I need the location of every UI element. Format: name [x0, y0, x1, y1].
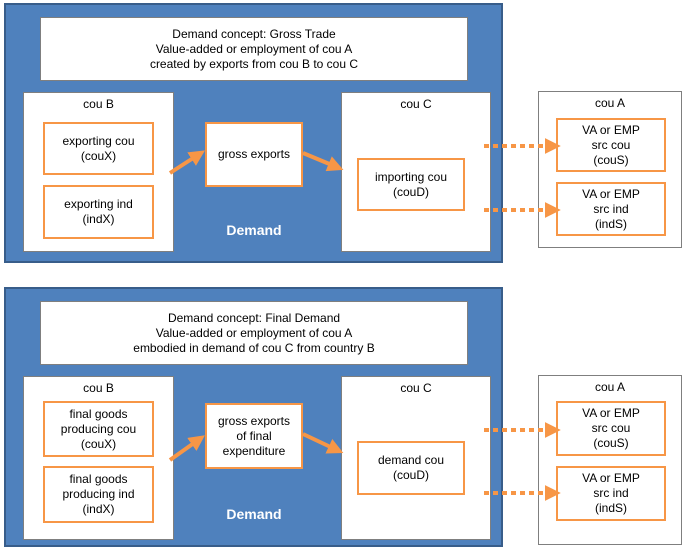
cou-c-label: cou C: [400, 381, 432, 395]
cou-a-label: cou A: [594, 96, 626, 110]
box-text-line: (couS): [593, 436, 629, 450]
concept-title-line: Demand concept: Final Demand: [167, 310, 341, 325]
final-goods-producing-ind-box: final goods producing ind (indX): [43, 466, 154, 523]
box-text-line: (couX): [80, 148, 117, 163]
box-text-line: (couD): [392, 468, 429, 482]
box-text-line: (couS): [593, 152, 629, 167]
box-text-line: VA or EMP: [582, 186, 640, 201]
box-text-line: gross exports: [217, 413, 291, 428]
box-text-line: VA or EMP: [582, 471, 640, 485]
va-emp-src-ind-box: VA or EMP src ind (indS): [556, 182, 666, 236]
final-demand-concept-box: Demand concept: Final Demand Value-added…: [40, 301, 468, 365]
concept-title-line: Value-added or employment of cou A: [155, 41, 353, 56]
box-text-line: src cou: [591, 421, 631, 435]
concept-title-line: created by exports from cou B to cou C: [149, 56, 359, 71]
cou-b-label: cou B: [83, 97, 114, 111]
demand-label: Demand: [226, 506, 282, 522]
concept-title-line: Value-added or employment of cou A: [155, 325, 353, 340]
cou-a-label: cou A: [594, 380, 626, 394]
box-text-line: VA or EMP: [582, 406, 640, 420]
demand-label: Demand: [226, 222, 282, 238]
box-text-line: final goods: [69, 472, 128, 486]
va-emp-src-cou-box: VA or EMP src cou (couS): [556, 118, 666, 172]
gross-trade-concept-box: Demand concept: Gross Trade Value-added …: [40, 17, 468, 81]
exporting-cou-box: exporting cou (couX): [43, 122, 154, 175]
box-text-line: final goods: [69, 406, 128, 421]
concept-title-line: Demand concept: Gross Trade: [172, 26, 336, 41]
gross-exports-final-expenditure-box: gross exports of final expenditure: [205, 403, 303, 469]
va-emp-src-cou-box: VA or EMP src cou (couS): [556, 401, 666, 456]
importing-cou-box: importing cou (couD): [357, 158, 465, 211]
box-text-line: src ind: [593, 486, 629, 500]
box-text-line: (indS): [594, 216, 627, 231]
box-text-line: (couD): [392, 184, 429, 199]
box-text-line: gross exports: [217, 147, 291, 161]
box-text-line: importing cou: [374, 169, 448, 184]
final-demand-panel: Demand concept: Final Demand Value-added…: [4, 287, 503, 547]
final-goods-producing-cou-box: final goods producing cou (couX): [43, 401, 154, 457]
box-text-line: producing ind: [62, 487, 135, 501]
box-text-line: src ind: [593, 201, 629, 216]
box-text-line: of final: [236, 428, 272, 443]
exporting-ind-box: exporting ind (indX): [43, 185, 154, 239]
va-emp-src-ind-box: VA or EMP src ind (indS): [556, 466, 666, 521]
cou-b-label: cou B: [83, 381, 114, 395]
box-text-line: VA or EMP: [582, 122, 640, 137]
box-text-line: exporting cou: [62, 133, 135, 148]
box-text-line: (couX): [80, 436, 117, 451]
box-text-line: demand cou: [377, 453, 445, 467]
gross-exports-box: gross exports: [205, 122, 303, 187]
box-text-line: src cou: [591, 137, 631, 152]
demand-cou-box: demand cou (couD): [357, 441, 465, 495]
box-text-line: (indX): [82, 502, 115, 516]
gross-trade-panel: Demand concept: Gross Trade Value-added …: [4, 3, 503, 263]
box-text-line: producing cou: [60, 421, 137, 436]
box-text-line: (indS): [594, 501, 627, 515]
box-text-line: exporting ind: [64, 197, 133, 211]
cou-c-label: cou C: [400, 97, 432, 111]
box-text-line: (indX): [82, 212, 115, 226]
box-text-line: expenditure: [222, 443, 286, 458]
concept-title-line: embodied in demand of cou C from country…: [133, 340, 375, 355]
